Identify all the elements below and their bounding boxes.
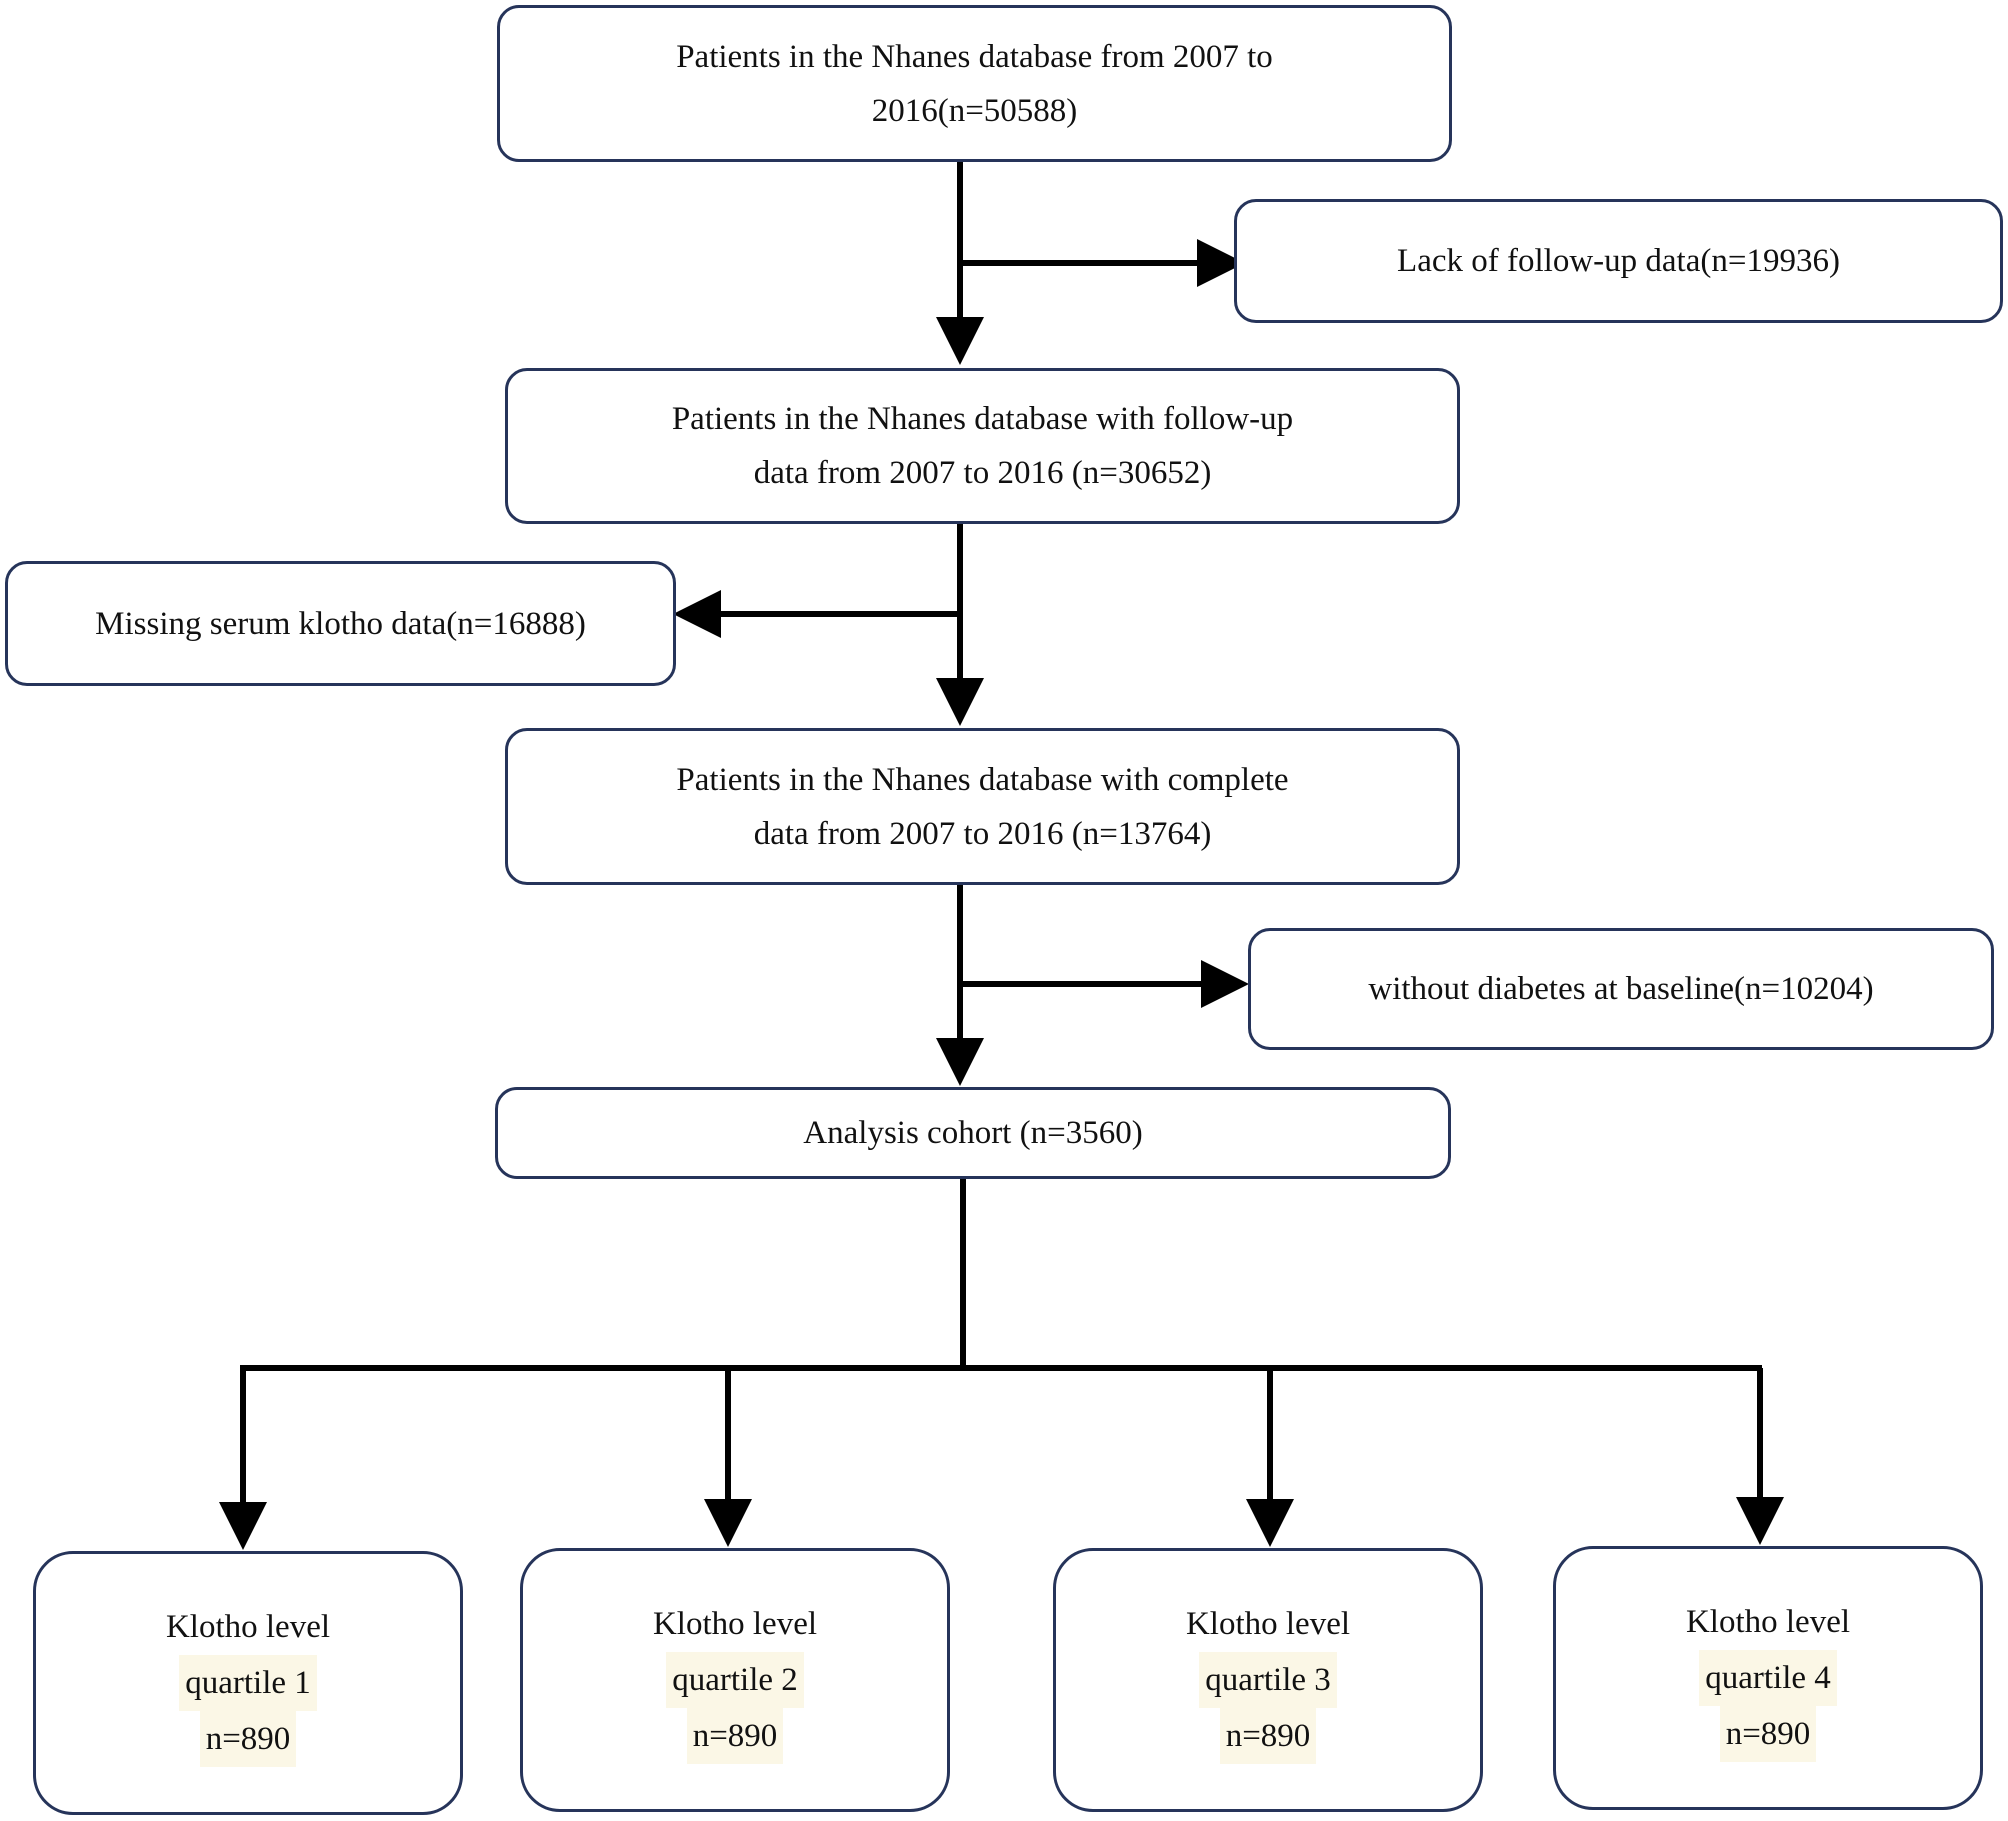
exclusion-diabetes-box: without diabetes at baseline(n=10204) [1248, 928, 1994, 1050]
complete-line-1: Patients in the Nhanes database with com… [676, 761, 1289, 798]
quartile-1-title: Klotho level [165, 1609, 331, 1645]
quartile-3-box: Klotho level quartile 3 n=890 [1053, 1548, 1483, 1812]
quartile-3-count: n=890 [1219, 1708, 1317, 1764]
analysis-cohort-box: Analysis cohort (n=3560) [495, 1087, 1451, 1179]
start-population-box: Patients in the Nhanes database from 200… [497, 5, 1452, 162]
exclusion-diabetes-label: without diabetes at baseline(n=10204) [1368, 971, 1874, 1007]
start-line-1: Patients in the Nhanes database from 200… [676, 38, 1273, 75]
quartile-2-count: n=890 [686, 1708, 784, 1764]
quartile-3-group: quartile 3 [1199, 1652, 1337, 1708]
quartile-2-group: quartile 2 [666, 1652, 804, 1708]
quartile-4-count: n=890 [1719, 1706, 1817, 1762]
quartile-4-title: Klotho level [1685, 1604, 1851, 1640]
complete-line-2: data from 2007 to 2016 (n=13764) [753, 815, 1212, 852]
analysis-cohort-label: Analysis cohort (n=3560) [803, 1115, 1143, 1151]
followup-line-1: Patients in the Nhanes database with fol… [671, 401, 1294, 437]
quartile-4-group: quartile 4 [1699, 1650, 1837, 1706]
exclusion-klotho-label: Missing serum klotho data(n=16888) [95, 605, 586, 642]
followup-line-2: data from 2007 to 2016 (n=30652) [753, 455, 1212, 491]
quartile-1-count: n=890 [199, 1711, 297, 1767]
quartile-1-group: quartile 1 [179, 1655, 317, 1711]
exclusion-followup-label: Lack of follow-up data(n=19936) [1397, 243, 1840, 279]
exclusion-followup-box: Lack of follow-up data(n=19936) [1234, 199, 2003, 323]
quartile-2-box: Klotho level quartile 2 n=890 [520, 1548, 950, 1812]
start-line-2: 2016(n=50588) [871, 92, 1078, 129]
complete-data-box: Patients in the Nhanes database with com… [505, 728, 1460, 885]
quartile-2-title: Klotho level [652, 1606, 818, 1642]
quartile-3-title: Klotho level [1185, 1606, 1351, 1642]
quartile-4-box: Klotho level quartile 4 n=890 [1553, 1546, 1983, 1810]
followup-population-box: Patients in the Nhanes database with fol… [505, 368, 1460, 524]
quartile-1-box: Klotho level quartile 1 n=890 [33, 1551, 463, 1815]
exclusion-klotho-box: Missing serum klotho data(n=16888) [5, 561, 676, 686]
